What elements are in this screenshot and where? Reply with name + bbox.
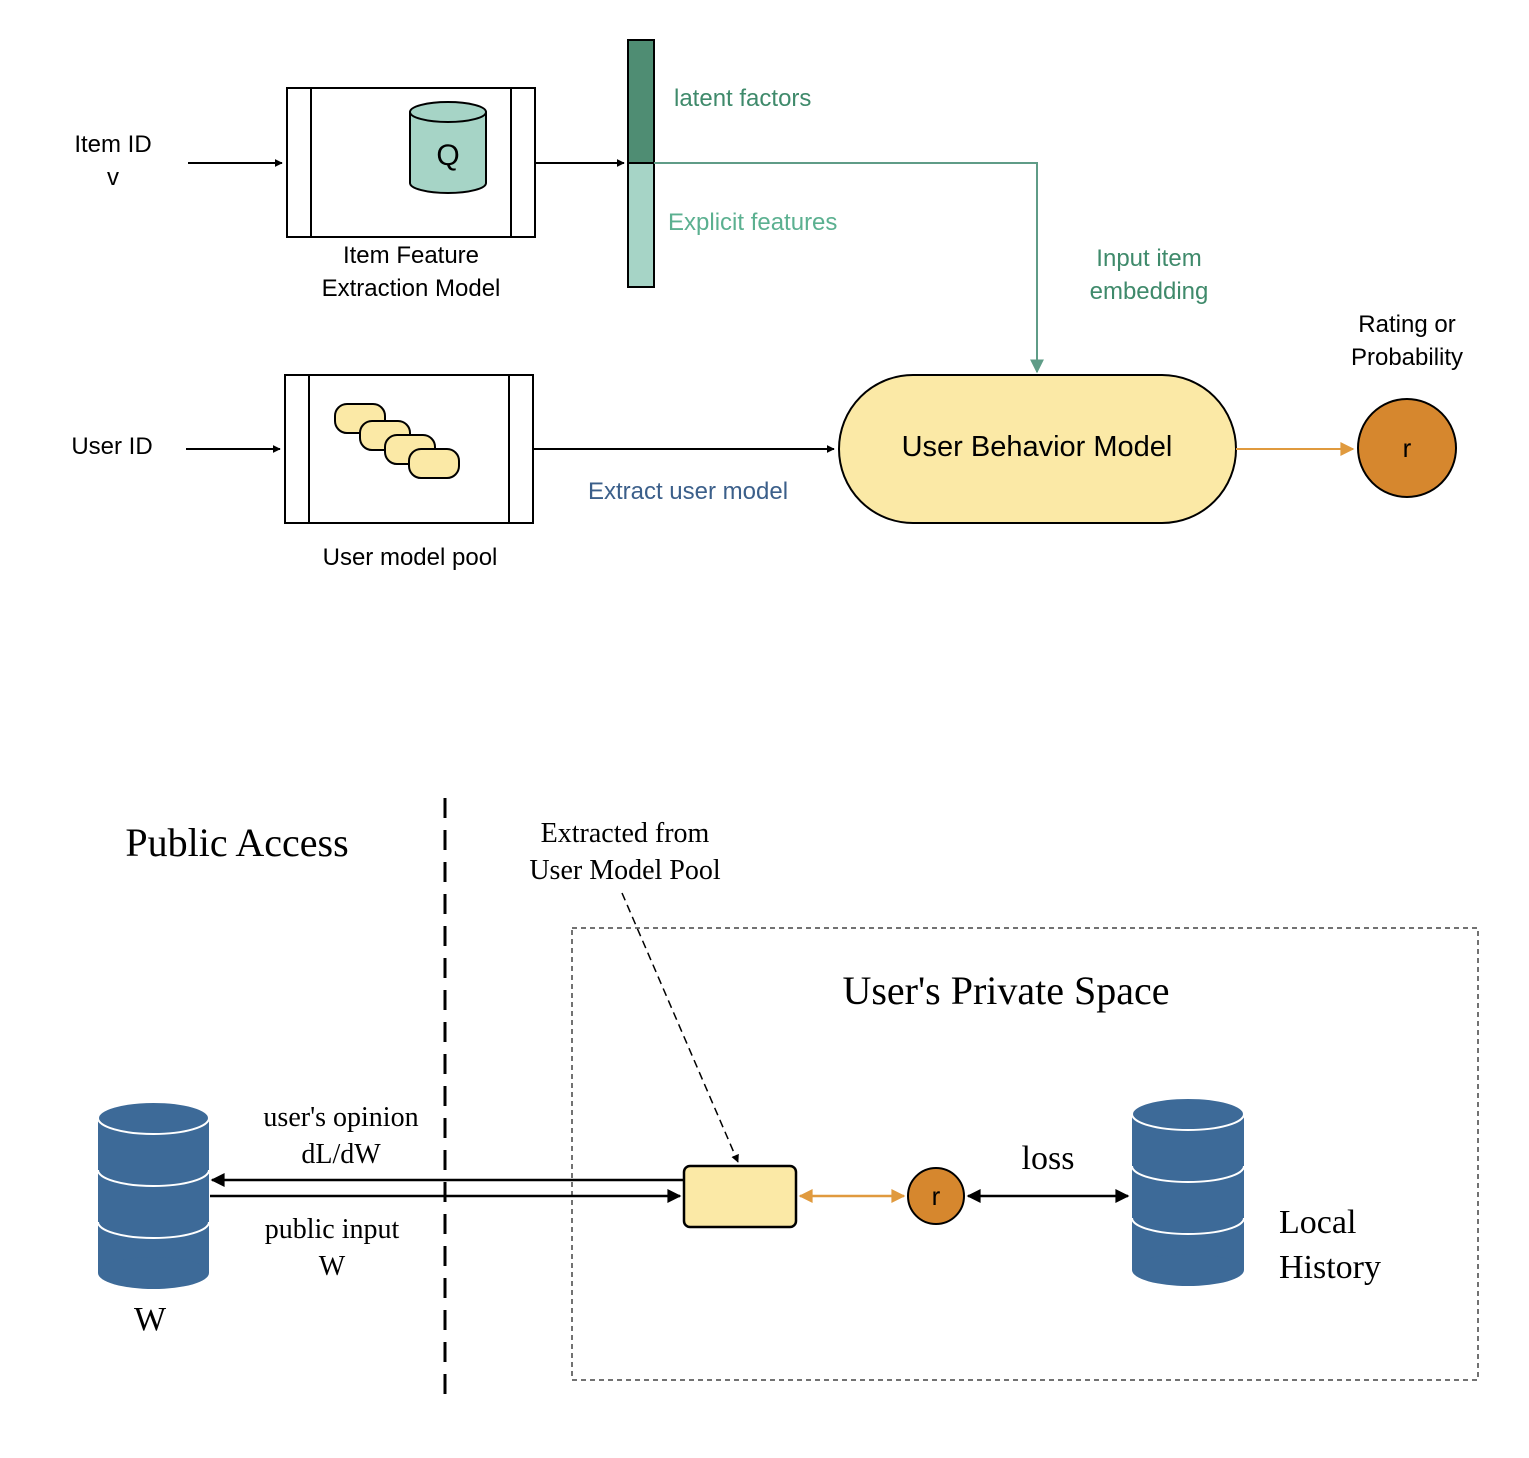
item-embedding-connector bbox=[654, 162, 1044, 374]
stacked-models-icon bbox=[334, 403, 460, 479]
item-feature-extraction-box: Q bbox=[286, 87, 536, 238]
top-diagram: Item ID v Q Item Feature Extraction Mode… bbox=[71, 39, 1463, 571]
item-model-label-line2: Extraction Model bbox=[322, 275, 501, 302]
bottom-diagram: Public Access Extracted from User Model … bbox=[97, 798, 1479, 1402]
input-item-embedding-line2: embedding bbox=[1090, 278, 1209, 305]
extracted-from-line2: User Model Pool bbox=[529, 855, 721, 886]
item-embedding-vector bbox=[627, 39, 655, 288]
local-history-line1: Local bbox=[1279, 1204, 1356, 1241]
public-input-line1: public input bbox=[265, 1214, 400, 1245]
latent-factors-label: latent factors bbox=[674, 85, 811, 112]
local-rating-label: r bbox=[932, 1181, 941, 1211]
public-access-title: Public Access bbox=[125, 820, 348, 865]
rating-node: r bbox=[1357, 398, 1457, 498]
local-user-model-box bbox=[682, 1164, 798, 1229]
user-id-label: User ID bbox=[71, 433, 152, 460]
rating-label-line1: Rating or bbox=[1358, 311, 1455, 338]
q-label: Q bbox=[436, 139, 459, 172]
private-space-title: User's Private Space bbox=[842, 968, 1169, 1013]
item-var-label: v bbox=[107, 164, 119, 191]
w-label: W bbox=[134, 1301, 167, 1338]
local-rating-node: r bbox=[907, 1167, 965, 1225]
local-history-database-icon bbox=[1131, 1097, 1245, 1286]
loss-label: loss bbox=[1022, 1140, 1075, 1177]
input-item-embedding-line1: Input item bbox=[1096, 245, 1201, 272]
item-id-label: Item ID bbox=[74, 131, 151, 158]
user-model-pool-label: User model pool bbox=[323, 544, 498, 571]
rating-node-label: r bbox=[1403, 433, 1412, 463]
opinion-label-line1: user's opinion bbox=[263, 1102, 418, 1133]
user-behavior-model: User Behavior Model bbox=[838, 374, 1237, 524]
rating-label-line2: Probability bbox=[1351, 344, 1463, 371]
local-history-line2: History bbox=[1279, 1249, 1381, 1286]
extract-user-model-label: Extract user model bbox=[588, 478, 788, 505]
q-database-icon: Q bbox=[409, 101, 487, 194]
w-database-icon bbox=[97, 1101, 210, 1289]
explicit-features-segment bbox=[627, 162, 655, 288]
opinion-label-line2: dL/dW bbox=[301, 1139, 381, 1170]
latent-factors-segment bbox=[627, 39, 655, 164]
extracted-pointer-arrow bbox=[621, 892, 739, 1163]
user-model-pool-box bbox=[284, 374, 534, 524]
extracted-from-line1: Extracted from bbox=[541, 818, 710, 849]
explicit-features-label: Explicit features bbox=[668, 209, 837, 236]
private-space-box bbox=[571, 927, 1479, 1381]
public-input-line2: W bbox=[319, 1251, 346, 1282]
item-model-label-line1: Item Feature bbox=[343, 242, 479, 269]
user-behavior-model-label: User Behavior Model bbox=[902, 431, 1173, 463]
